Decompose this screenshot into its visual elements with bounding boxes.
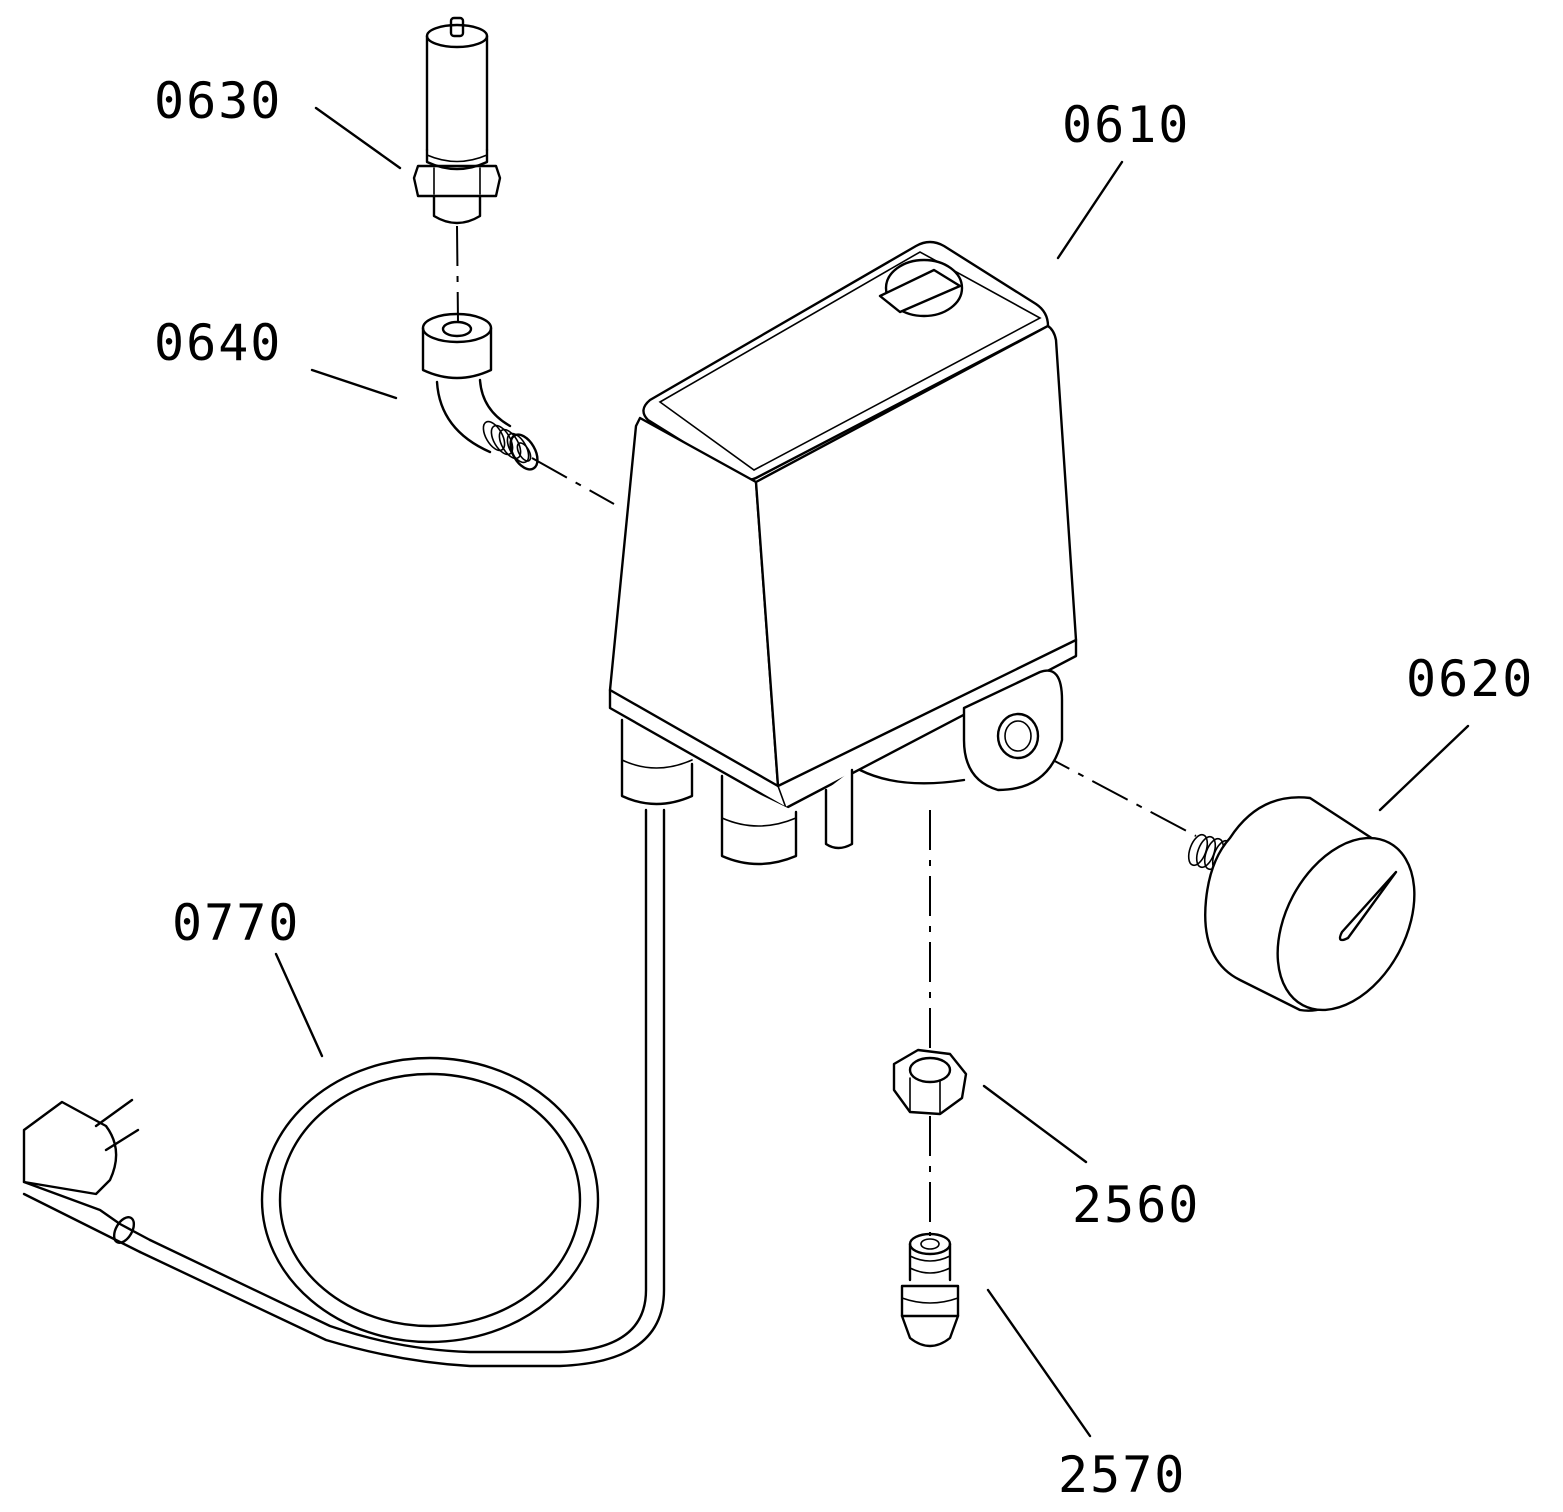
label-2560: 2560 — [1072, 1176, 1200, 1234]
leader-2560 — [982, 1084, 1088, 1164]
label-2570: 2570 — [1058, 1446, 1186, 1504]
nipple-part — [900, 1232, 960, 1348]
nut-part — [892, 1048, 968, 1116]
leader-lines — [274, 106, 1470, 1438]
pressure-gauge-part — [1187, 796, 1416, 1012]
gauge-needle-icon — [1338, 870, 1398, 942]
elbow-fitting-part — [421, 312, 539, 471]
plug-icon — [22, 1098, 152, 1254]
leader-0630 — [314, 106, 402, 170]
pressure-switch-part — [608, 240, 1078, 866]
safety-valve-part — [412, 16, 502, 225]
leader-0610 — [1056, 160, 1124, 260]
label-0610: 0610 — [1062, 96, 1190, 154]
leader-0620 — [1378, 724, 1470, 812]
leader-0770 — [274, 952, 324, 1058]
leader-2570 — [986, 1288, 1092, 1438]
part-labels: 0630 0640 0610 0620 0770 2560 2570 — [154, 72, 1534, 1504]
power-cord-part — [22, 808, 666, 1368]
leader-0640 — [310, 368, 398, 400]
gauge-port-boss — [858, 669, 1064, 792]
axis-elbow-switch — [531, 457, 615, 505]
axis-valve-elbow — [456, 225, 459, 323]
label-0630: 0630 — [154, 72, 282, 130]
label-0770: 0770 — [172, 894, 300, 952]
adjustment-knob — [878, 258, 964, 318]
label-0620: 0620 — [1406, 650, 1534, 708]
assembly-axes — [456, 225, 1197, 1236]
axis-switch-gauge — [1033, 749, 1197, 837]
elbow-thread — [482, 420, 539, 471]
cable-glands — [620, 718, 854, 866]
label-0640: 0640 — [154, 314, 282, 372]
